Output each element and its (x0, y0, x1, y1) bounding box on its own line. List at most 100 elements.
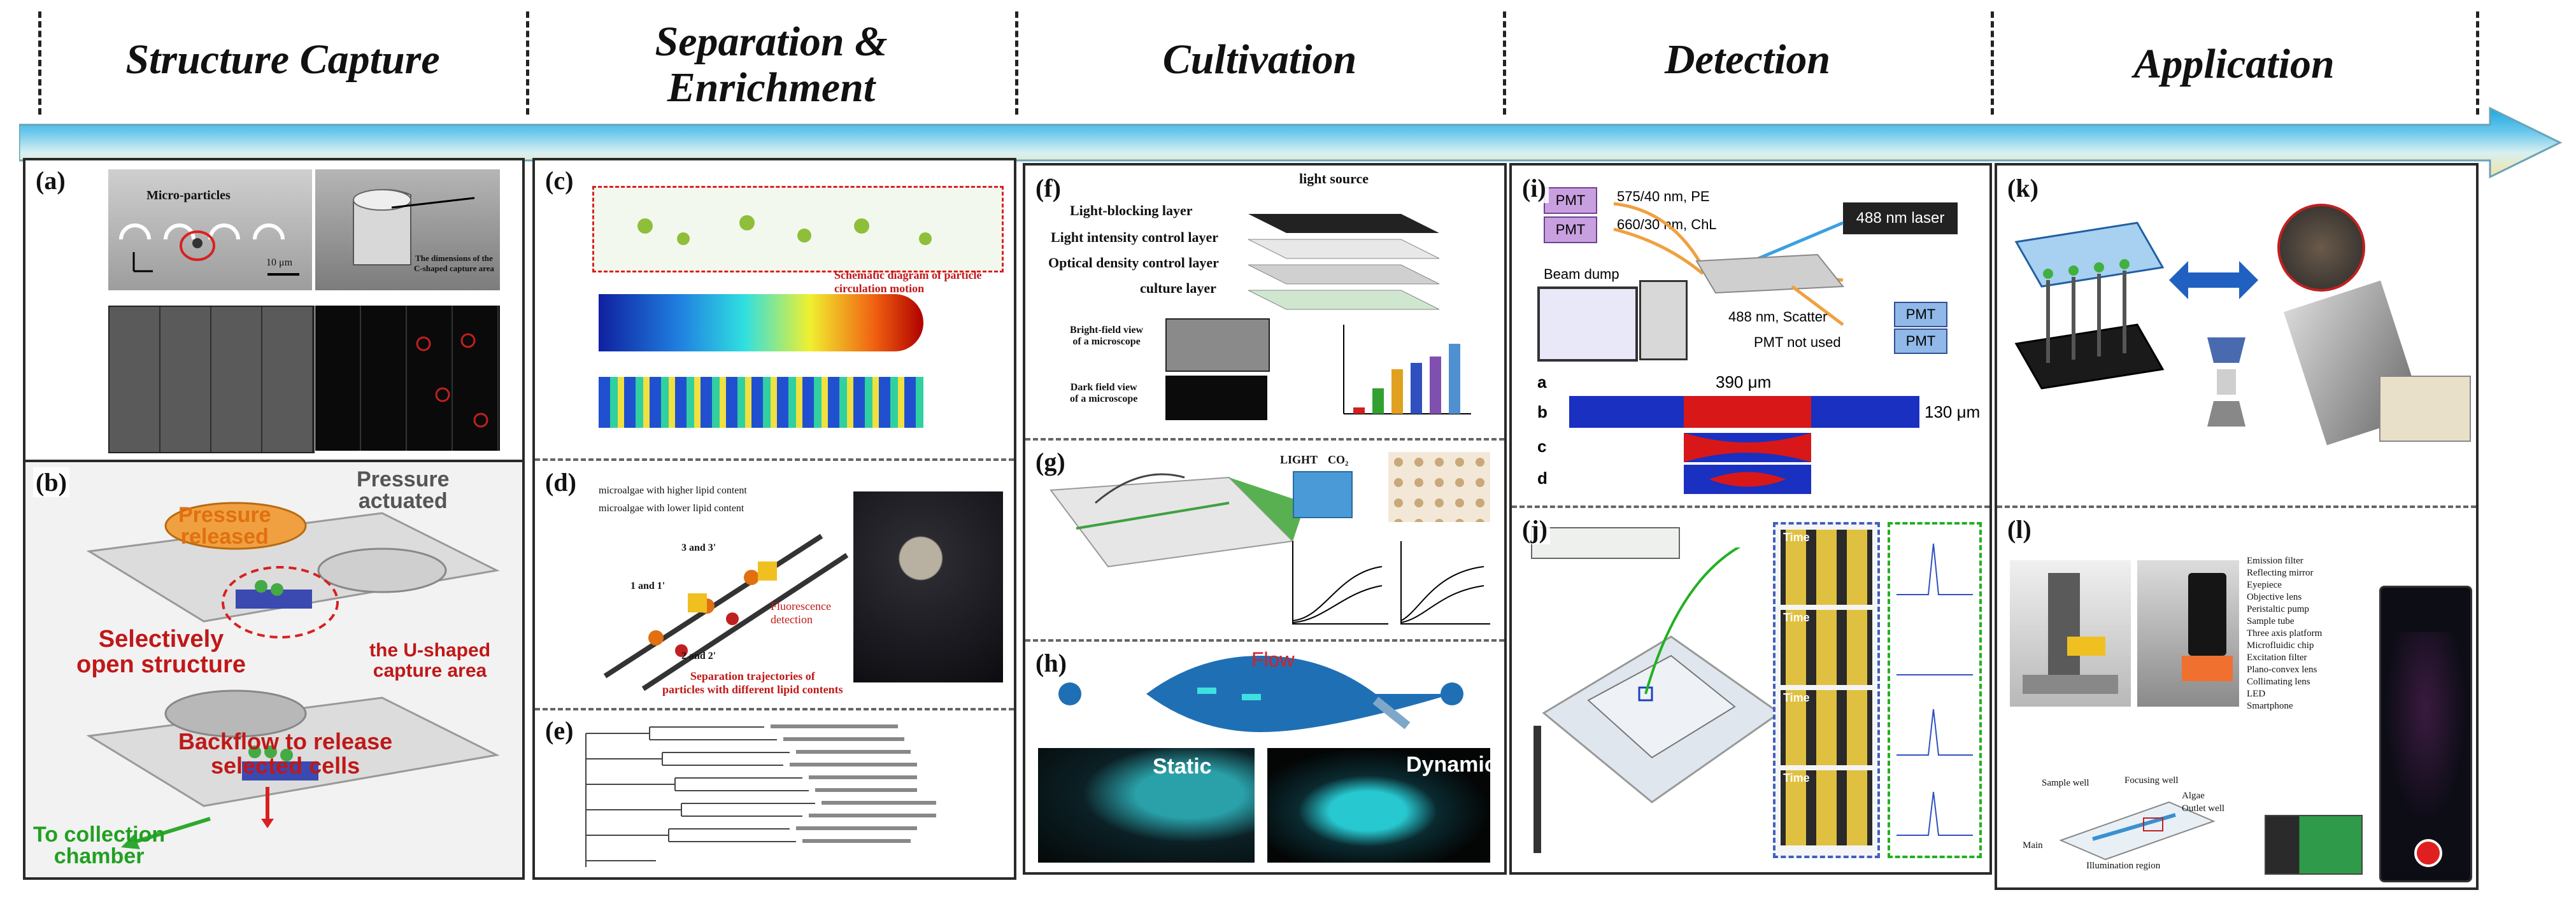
panel-e-label: (e) (543, 716, 576, 745)
panel-g-label: (g) (1033, 447, 1068, 477)
dynamic-image (1267, 748, 1490, 863)
timelapse-brightfield (108, 306, 315, 453)
header-divider-4 (1991, 11, 1994, 115)
channel-b (1569, 396, 1919, 428)
panel-fgh: light source Light-blocking layer Light … (1023, 163, 1507, 875)
header-divider-3 (1503, 11, 1506, 115)
incubator-icon (1293, 471, 1353, 518)
velocity-heatmap-2 (599, 377, 923, 428)
laser-box: 488 nm laser (1843, 202, 1958, 234)
smartphone-microscope-render (2010, 216, 2169, 420)
setup-photo (2137, 560, 2239, 707)
circulation-schematic-title: Schematic diagram of particle circulatio… (834, 269, 982, 295)
computer-monitor (1537, 286, 1638, 362)
separator-de (535, 708, 1014, 710)
light-label: LIGHT (1280, 453, 1318, 466)
panel-c-label: (c) (543, 166, 576, 195)
header-divider-5 (2476, 11, 2479, 115)
panel-cde: Schematic diagram of particle circulatio… (532, 158, 1016, 880)
micrograph-particles: Micro-particles 10 μm (108, 169, 312, 290)
chip-on-stage (1534, 547, 1781, 853)
circuit-board-photo (2265, 815, 2363, 875)
reversed-lens-render (2188, 325, 2265, 439)
co2-label: CO₂ (1328, 453, 1349, 466)
orange-mount (2182, 656, 2233, 681)
light-blocking-layer: Light-blocking layer (1070, 202, 1193, 218)
panel-h-label: (h) (1033, 648, 1069, 678)
pe-filter-label: 575/40 nm, PE (1617, 188, 1710, 204)
time-label-3: Time (1783, 691, 1810, 704)
growth-bar-chart (1343, 325, 1471, 414)
panel-b: Pressure released Pressure actuated Sele… (23, 460, 525, 880)
time-label-2: Time (1783, 611, 1810, 624)
width-dimension-label: 390 μm (1716, 372, 1772, 392)
timelapse-fluorescence (315, 306, 500, 451)
growth-curves (1292, 541, 1490, 625)
app-preview (2385, 632, 2466, 823)
pmt-box-2: PMT (1544, 216, 1597, 243)
row-label-a: a (1537, 372, 1547, 392)
panel-kl: (k) Emission filter Reflecting mirror Ey… (1995, 163, 2479, 890)
panel-f-label: (f) (1033, 173, 1064, 203)
legend-item: Microfluidic chip (2247, 640, 2314, 651)
focusing-well-label: Focusing well (2124, 775, 2179, 786)
legend-item: Reflecting mirror (2247, 568, 2314, 578)
bright-field-image (1165, 318, 1270, 372)
stage-separation-enrichment: Separation & Enrichment (655, 18, 888, 111)
time-label-1: Time (1783, 531, 1810, 544)
time-frame-1 (1781, 530, 1872, 605)
flow-label: Flow (1251, 648, 1295, 671)
header-divider-0 (38, 11, 41, 115)
row-label-b: b (1537, 402, 1548, 421)
marker-3: 3 and 3' (681, 542, 716, 553)
pmt-box-1: PMT (1544, 187, 1597, 214)
pmt-not-used-label: PMT not used (1754, 334, 1841, 350)
velocity-heatmap-1 (599, 294, 923, 351)
legend-item: Collimating lens (2247, 677, 2310, 687)
optical-density-layer: Optical density control layer (1048, 255, 1219, 271)
separation-trajectories-label: Separation trajectories of particles wit… (662, 670, 843, 696)
collection-chamber-label: To collection chamber (33, 823, 166, 868)
panel-ij: PMT PMT 575/40 nm, PE 660/30 nm, ChL 488… (1509, 163, 1992, 875)
c-shaped-3d-render: The dimensions of the C-shaped capture a… (315, 169, 500, 290)
micro-particles-label: Micro-particles (146, 188, 231, 202)
legend-item: Peristaltic pump (2247, 604, 2309, 614)
computer-tower (1639, 280, 1688, 360)
panel-l-label: (l) (2005, 514, 2034, 544)
row-label-c: c (1537, 437, 1547, 456)
static-image (1038, 748, 1255, 863)
record-button[interactable] (2414, 839, 2442, 867)
battery-photo (2379, 376, 2471, 442)
panel-a-label: (a) (33, 166, 68, 195)
focusing-chip (2059, 801, 2216, 861)
phylogenetic-tree (585, 724, 936, 867)
beam-paths (1613, 202, 1845, 326)
static-label: Static (1153, 754, 1212, 779)
droplet-grid (1388, 452, 1490, 522)
legend-item: Emission filter (2247, 556, 2303, 566)
pressure-actuated-label: Pressure actuated (357, 467, 450, 513)
culture-layer: culture layer (1140, 280, 1216, 296)
channel-c (1684, 433, 1811, 462)
pressure-released-label: Pressure released (178, 503, 271, 549)
phone-on-mount (2188, 573, 2226, 656)
separator-kl (1997, 505, 2476, 508)
channel-b-red-section (1684, 396, 1811, 428)
light-intensity-layer: Light intensity control layer (1051, 229, 1218, 245)
fluorescence-detection-label: Fluorescence detection (771, 600, 831, 626)
dimension-note: The dimensions of the C-shaped capture a… (414, 253, 494, 273)
main-label: Main (2023, 840, 2043, 851)
panel-j-label: (j) (1519, 514, 1550, 544)
dark-field-image (1165, 376, 1267, 420)
bright-field-label: Bright-field view of a microscope (1070, 325, 1144, 347)
row-label-d: d (1537, 469, 1548, 488)
device-zoom-circle (2277, 204, 2365, 292)
dynamic-label: Dynamic (1406, 752, 1497, 777)
marker-2: 2 and 2' (681, 651, 716, 661)
legend-item: Eyepiece (2247, 580, 2282, 590)
legend-higher-lipid: microalgae with higher lipid content (599, 485, 747, 496)
legend-item: Excitation filter (2247, 653, 2307, 663)
legend-item: Sample tube (2247, 616, 2295, 626)
marker-1: 1 and 1' (630, 581, 665, 591)
u-shaped-area-label: the U-shaped capture area (369, 640, 491, 681)
